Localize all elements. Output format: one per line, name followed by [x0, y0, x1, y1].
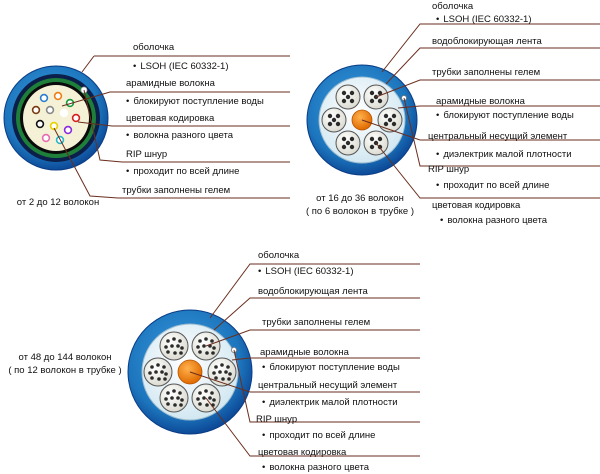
cable1-aramid-sub: блокируют поступление воды — [126, 96, 263, 107]
cable2-tape-label: водоблокирующая лента — [432, 36, 542, 47]
cable1-color-label: цветовая кодировка — [126, 113, 215, 124]
cable2-center-sub: диэлектрик малой плотности — [436, 149, 571, 160]
cable2-jacket-label: оболочка — [432, 1, 474, 12]
cable2-aramid-sub: блокируют поступление воды — [436, 110, 573, 121]
cable1-cross-section — [3, 55, 290, 199]
cable3-cross-section — [127, 263, 420, 457]
cable3-rip-label: RIP шнур — [256, 414, 298, 425]
cable2-caption-line2: ( по 6 волокон в трубке ) — [305, 206, 415, 217]
cable1-caption: от 2 до 12 волокон — [16, 197, 100, 208]
cable3-rip-sub: проходит по всей длине — [262, 430, 375, 441]
cable3-caption-line2: ( по 12 волокон в трубке ) — [8, 365, 122, 376]
cable3-color-label: цветовая кодировка — [258, 447, 347, 458]
cable2-tubes — [321, 84, 403, 156]
cable3-center-sub: диэлектрик малой плотности — [262, 397, 397, 408]
cable2-color-label: цветовая кодировка — [432, 200, 521, 211]
cable1-aramid-label: арамидные волокна — [126, 78, 215, 89]
cable3-jacket-sub: LSOH (IEC 60332-1) — [258, 266, 353, 277]
cable2-jacket-sub: LSOH (IEC 60332-1) — [436, 14, 531, 25]
cable1-gel-label: трубки заполнены гелем — [122, 185, 231, 196]
cable2-center-label: центральный несущий элемент — [428, 131, 568, 142]
cable1-color-sub: волокна разного цвета — [126, 130, 233, 141]
cable2-caption-line1: от 16 до 36 волокон — [316, 193, 404, 204]
cable3-jacket-label: оболочка — [258, 250, 300, 261]
cable3-aramid-sub: блокируют поступление воды — [262, 362, 399, 373]
cable1-jacket-sub: LSOH (IEC 60332-1) — [133, 61, 228, 72]
cable3-color-sub: волокна разного цвета — [262, 462, 369, 473]
cable3-tape-label: водоблокирующая лента — [258, 286, 368, 297]
cable2-gel-label: трубки заполнены гелем — [432, 67, 541, 78]
cable2-aramid-label: арамидные волокна — [436, 96, 525, 107]
cable1-rip-sub: проходит по всей длине — [126, 166, 239, 177]
cable2-fiber-dots — [327, 90, 397, 150]
cable2-color-sub: волокна разного цвета — [440, 215, 547, 226]
cable3-center-label: центральный несущий элемент — [258, 380, 398, 391]
cable2-rip-sub: проходит по всей длине — [436, 180, 549, 191]
cable2-rip-label: RIP шнур — [428, 164, 470, 175]
cable3-aramid-label: арамидные волокна — [260, 347, 349, 358]
cable2-cross-section — [306, 23, 600, 199]
cable3-gel-label: трубки заполнены гелем — [262, 317, 371, 328]
cable1-jacket-label: оболочка — [133, 42, 175, 53]
cable3-caption-line1: от 48 до 144 волокон — [18, 352, 112, 363]
cable1-rip-label: RIP шнур — [126, 149, 168, 160]
cable1-fibers — [31, 91, 81, 145]
cable3-fiber-dots — [148, 337, 232, 407]
